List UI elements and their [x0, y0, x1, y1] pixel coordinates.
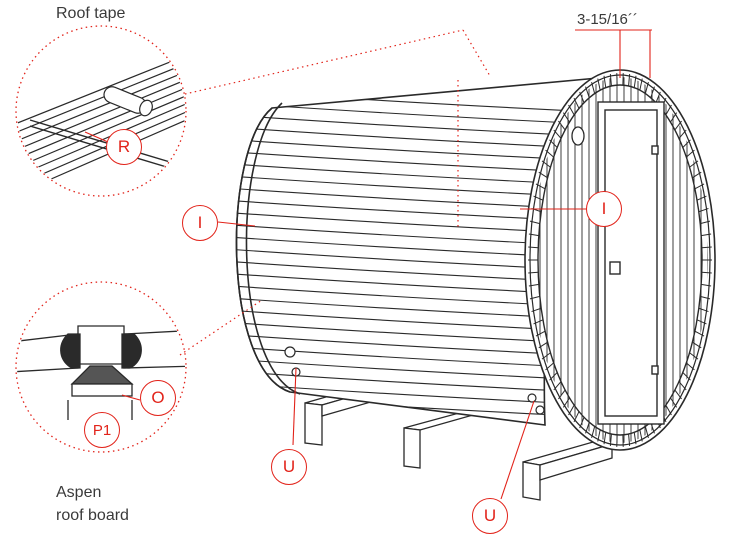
callout-i-left: I: [182, 205, 218, 241]
callout-o: O: [140, 380, 176, 416]
ring-tick: [698, 207, 709, 213]
ring-tick: [700, 295, 711, 300]
ring-tick: [591, 82, 596, 94]
ring-tick: [545, 362, 554, 371]
ring-tick: [609, 433, 612, 447]
ring-tick: [644, 82, 649, 94]
ring-tick: [686, 149, 695, 158]
ring-tick: [545, 149, 554, 158]
ring-tick: [701, 271, 712, 274]
ring-tick: [609, 73, 612, 87]
ring-tick: [553, 129, 562, 139]
ring-tick: [655, 91, 661, 103]
roof-tape-detail: [17, 49, 185, 191]
ring-tick: [698, 307, 709, 313]
ring-tick: [694, 330, 705, 337]
ring-tick: [562, 397, 570, 408]
ring-tick: [568, 104, 575, 116]
back-ring: [235, 107, 291, 393]
ring-tick: [568, 404, 575, 416]
label-roof-board: roof board: [56, 507, 129, 524]
ring-tick: [549, 372, 558, 381]
ring-tick: [633, 75, 637, 88]
ring-tick: [674, 120, 682, 131]
ring-tick: [665, 104, 672, 116]
ring-tick: [701, 246, 712, 249]
ring-tick: [696, 319, 707, 325]
callout-leaders: [84, 131, 588, 500]
ring-tick: [650, 86, 655, 98]
callout-p1: P1: [84, 412, 120, 448]
ring-tick: [644, 426, 649, 438]
ring-tick: [573, 97, 580, 109]
ring-tick: [538, 341, 548, 349]
vent: [571, 126, 585, 146]
callout-i-right: I: [586, 191, 622, 227]
ring-tick: [562, 112, 570, 123]
callout-u-right: U: [472, 498, 508, 534]
dimension-label: 3-15/16´´: [577, 11, 638, 28]
ring-tick: [628, 433, 631, 447]
ring-tick: [603, 75, 607, 88]
ring-tick: [528, 271, 539, 274]
ring-tick: [597, 429, 601, 442]
ring-tick: [628, 73, 631, 87]
ring-tick: [533, 195, 544, 201]
ring-tick: [529, 220, 540, 225]
detail-circle-roof-tape: [15, 25, 187, 197]
ring-tick: [529, 295, 540, 300]
roof-board-detail: [17, 325, 185, 420]
ring-tick: [696, 195, 707, 201]
door: [597, 101, 665, 425]
ring-tick: [700, 220, 711, 225]
ring-tick: [541, 352, 551, 360]
ring-tick: [694, 183, 705, 190]
ring-tick: [535, 183, 546, 190]
ring-tick: [603, 432, 607, 445]
ring-tick: [535, 330, 546, 337]
callout-r: R: [106, 129, 142, 165]
ring-tick: [528, 283, 539, 287]
ring-tick: [597, 78, 601, 91]
ring-tick: [701, 283, 712, 287]
ring-tick: [533, 319, 544, 325]
dimension-marker: [575, 29, 652, 78]
ring-tick: [686, 362, 695, 371]
ring-tick: [670, 112, 678, 123]
ring-tick: [573, 411, 580, 423]
ring-tick: [639, 429, 643, 442]
ring-tick: [558, 120, 566, 131]
ring-tick: [591, 426, 596, 438]
ring-tick: [528, 246, 539, 249]
ring-tick: [538, 171, 548, 179]
ring-tick: [701, 233, 712, 237]
ring-tick: [633, 432, 637, 445]
callout-u-left: U: [271, 449, 307, 485]
ring-tick: [665, 404, 672, 416]
ring-tick: [541, 160, 551, 168]
ring-tick: [670, 397, 678, 408]
ring-tick: [549, 139, 558, 148]
ring-tick: [674, 389, 682, 400]
label-roof-tape: Roof tape: [56, 5, 126, 22]
ring-tick: [553, 381, 562, 391]
ring-tick: [558, 389, 566, 400]
ring-tick: [528, 233, 539, 237]
ring-tick: [639, 78, 643, 91]
detail-leaders: [179, 29, 491, 356]
label-aspen: Aspen: [56, 484, 102, 501]
